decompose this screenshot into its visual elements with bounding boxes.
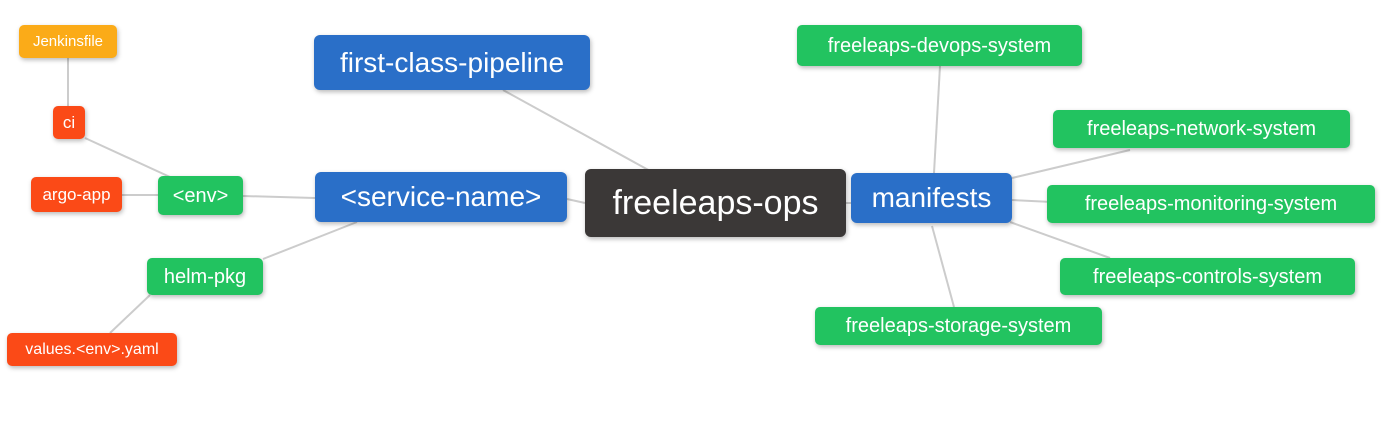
node-label: argo-app [42, 185, 111, 204]
node-first-class-pipeline[interactable]: first-class-pipeline [314, 35, 590, 90]
edge-manifests-to-freeleaps-storage-system [931, 225, 955, 308]
node-argo-app[interactable]: argo-app [31, 177, 122, 212]
edge-manifests-to-freeleaps-devops-system [933, 65, 941, 174]
node-freeleaps-storage-system[interactable]: freeleaps-storage-system [815, 307, 1102, 345]
node-values-env-yaml[interactable]: values.<env>.yaml [7, 333, 177, 366]
node-label: values.<env>.yaml [25, 340, 159, 358]
node-helm-pkg[interactable]: helm-pkg [147, 258, 263, 295]
edge-manifests-to-freeleaps-controls-system [1009, 221, 1111, 259]
node-label: freeleaps-network-system [1087, 118, 1316, 140]
node-freeleaps-ops[interactable]: freeleaps-ops [585, 169, 846, 237]
node-ci[interactable]: ci [53, 106, 85, 139]
node-freeleaps-controls-system[interactable]: freeleaps-controls-system [1060, 258, 1355, 295]
node-service-name[interactable]: <service-name> [315, 172, 567, 222]
node-label: <env> [172, 184, 229, 207]
edge-manifests-to-freeleaps-network-system [1011, 149, 1131, 179]
node-label: manifests [871, 182, 992, 213]
node-label: freeleaps-storage-system [845, 315, 1072, 337]
edge-env-to-service-name [242, 195, 316, 199]
node-label: first-class-pipeline [339, 46, 565, 78]
node-label: freeleaps-controls-system [1093, 265, 1322, 288]
node-freeleaps-monitoring-system[interactable]: freeleaps-monitoring-system [1047, 185, 1375, 223]
edge-first-class-pipeline-to-freeleaps-ops [502, 89, 653, 173]
node-manifests[interactable]: manifests [851, 173, 1012, 223]
node-label: freeleaps-monitoring-system [1084, 193, 1338, 215]
node-label: freeleaps-devops-system [827, 34, 1052, 57]
node-jenkinsfile[interactable]: Jenkinsfile [19, 25, 117, 58]
node-env[interactable]: <env> [158, 176, 243, 215]
node-label: ci [62, 113, 76, 132]
edge-helm-pkg-to-service-name [262, 221, 358, 260]
node-freeleaps-network-system[interactable]: freeleaps-network-system [1053, 110, 1350, 148]
node-label: <service-name> [340, 181, 542, 212]
node-label: helm-pkg [163, 265, 247, 288]
edge-manifests-to-freeleaps-monitoring-system [1011, 199, 1053, 203]
node-label: freeleaps-ops [612, 184, 819, 222]
edge-service-name-to-freeleaps-ops [566, 198, 586, 204]
edge-values-env-yaml-to-helm-pkg [109, 294, 151, 334]
node-freeleaps-devops-system[interactable]: freeleaps-devops-system [797, 25, 1082, 66]
edge-ci-to-env [84, 137, 171, 178]
node-label: Jenkinsfile [32, 33, 104, 50]
